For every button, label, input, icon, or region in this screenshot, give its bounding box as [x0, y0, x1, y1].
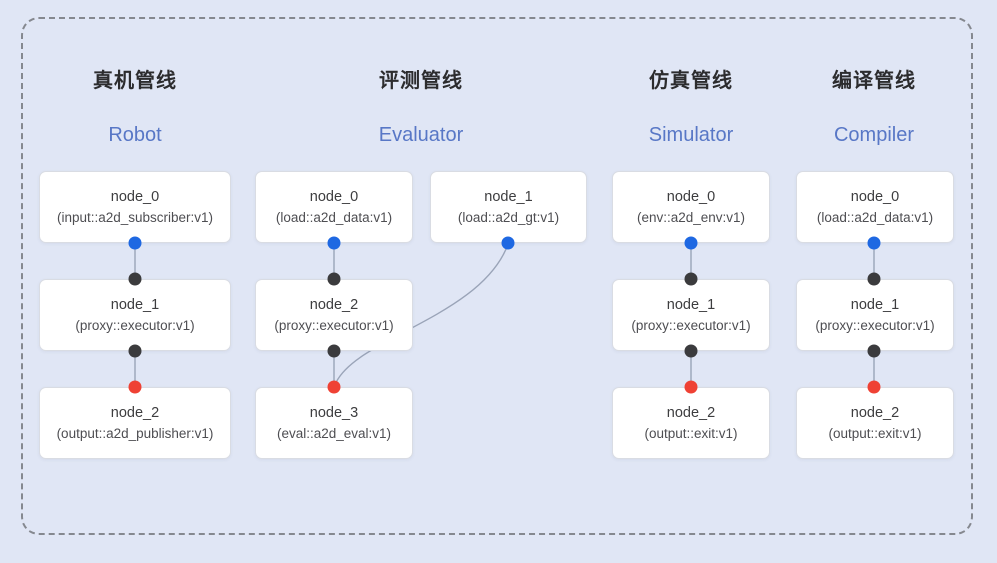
input-port-icon	[684, 380, 698, 394]
node-title: node_1	[666, 297, 716, 313]
pipeline-title-cn-compiler: 编译管线	[832, 70, 916, 92]
dashed-frame-border	[21, 17, 973, 535]
evaluator-node-2: node_2 (proxy::executor:v1)	[255, 279, 413, 351]
node-title: node_1	[110, 297, 160, 313]
robot-node-2: node_2 (output::a2d_publisher:v1)	[39, 387, 231, 459]
node-subtitle: (env::a2d_env:v1)	[636, 210, 746, 225]
node-title: node_0	[309, 189, 359, 205]
edge-curve	[333, 242, 510, 387]
compiler-node-0: node_0 (load::a2d_data:v1)	[796, 171, 954, 243]
node-title: node_2	[309, 297, 359, 313]
node-title: node_2	[850, 405, 900, 421]
node-subtitle: (proxy::executor:v1)	[815, 318, 935, 333]
simulator-node-1: node_1 (proxy::executor:v1)	[612, 279, 770, 351]
output-port-icon	[867, 236, 881, 250]
node-title: node_0	[110, 189, 160, 205]
pipeline-title-en-compiler: Compiler	[833, 124, 915, 146]
input-port-icon	[867, 272, 881, 286]
input-port-icon	[327, 272, 341, 286]
pipeline-title-cn-evaluator: 评测管线	[379, 70, 463, 92]
compiler-node-1: node_1 (proxy::executor:v1)	[796, 279, 954, 351]
robot-node-1: node_1 (proxy::executor:v1)	[39, 279, 231, 351]
node-subtitle: (eval::a2d_eval:v1)	[276, 426, 392, 441]
output-port-icon	[867, 344, 881, 358]
output-port-icon	[501, 236, 515, 250]
simulator-node-2: node_2 (output::exit:v1)	[612, 387, 770, 459]
output-port-icon	[327, 344, 341, 358]
node-title: node_3	[309, 405, 359, 421]
input-port-icon	[128, 380, 142, 394]
pipeline-title-en-simulator: Simulator	[648, 124, 734, 146]
node-subtitle: (load::a2d_data:v1)	[275, 210, 393, 225]
input-port-icon	[327, 380, 341, 394]
compiler-node-2: node_2 (output::exit:v1)	[796, 387, 954, 459]
node-title: node_0	[666, 189, 716, 205]
pipeline-title-en-evaluator: Evaluator	[378, 124, 464, 146]
input-port-icon	[684, 272, 698, 286]
node-subtitle: (load::a2d_data:v1)	[816, 210, 934, 225]
node-subtitle: (load::a2d_gt:v1)	[457, 210, 560, 225]
evaluator-node-1: node_1 (load::a2d_gt:v1)	[430, 171, 587, 243]
evaluator-node-0: node_0 (load::a2d_data:v1)	[255, 171, 413, 243]
node-subtitle: (input::a2d_subscriber:v1)	[56, 210, 214, 225]
node-subtitle: (proxy::executor:v1)	[274, 318, 394, 333]
input-port-icon	[128, 272, 142, 286]
node-title: node_0	[850, 189, 900, 205]
output-port-icon	[684, 344, 698, 358]
node-subtitle: (output::exit:v1)	[644, 426, 738, 441]
node-title: node_2	[666, 405, 716, 421]
node-subtitle: (proxy::executor:v1)	[75, 318, 195, 333]
input-port-icon	[867, 380, 881, 394]
node-title: node_2	[110, 405, 160, 421]
output-port-icon	[128, 236, 142, 250]
node-subtitle: (output::exit:v1)	[828, 426, 922, 441]
node-title: node_1	[484, 189, 533, 205]
simulator-node-0: node_0 (env::a2d_env:v1)	[612, 171, 770, 243]
evaluator-node-3: node_3 (eval::a2d_eval:v1)	[255, 387, 413, 459]
node-subtitle: (output::a2d_publisher:v1)	[56, 426, 214, 441]
output-port-icon	[327, 236, 341, 250]
output-port-icon	[128, 344, 142, 358]
node-subtitle: (proxy::executor:v1)	[631, 318, 751, 333]
pipeline-title-en-robot: Robot	[108, 124, 162, 146]
pipeline-title-cn-robot: 真机管线	[93, 70, 177, 92]
pipeline-title-cn-simulator: 仿真管线	[649, 70, 733, 92]
node-title: node_1	[850, 297, 900, 313]
output-port-icon	[684, 236, 698, 250]
robot-node-0: node_0 (input::a2d_subscriber:v1)	[39, 171, 231, 243]
